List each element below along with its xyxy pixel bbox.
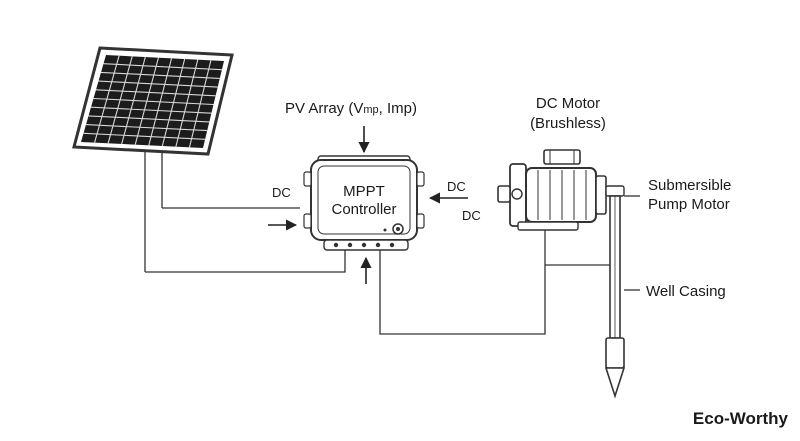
flow-arrows: [268, 126, 468, 284]
dc-motor-icon: [497, 149, 607, 231]
panel-grid-line: [93, 97, 214, 106]
panel-grid-line: [85, 124, 208, 132]
dc-label-right-bottom: DC: [462, 208, 481, 223]
panel-grid-line: [98, 80, 218, 88]
dc-motor-label-line1: DC Motor: [536, 95, 600, 112]
well-casing-label: Well Casing: [646, 283, 726, 300]
dc-label-left: DC: [272, 185, 291, 200]
panel-grid-line: [90, 106, 212, 114]
controller-label-line1: MPPT: [343, 183, 385, 200]
labels: PV Array (Vmp, Imp) DC Motor (Brushless)…: [272, 95, 789, 428]
dc-motor-label-line2: (Brushless): [530, 115, 606, 132]
well-casing-pipe: [604, 185, 640, 399]
pump-label-line2: Pump Motor: [648, 196, 730, 213]
solar-panel-icon: [72, 46, 234, 272]
dc-label-right-top: DC: [447, 179, 466, 194]
panel-grid-line: [88, 115, 210, 123]
panel-grid-line: [100, 71, 220, 79]
pv-array-label: PV Array (Vmp, Imp): [285, 100, 417, 117]
controller-label-line2: Controller: [331, 201, 396, 218]
panel-grid-line: [103, 63, 222, 71]
brand-logo-text: Eco-Worthy: [693, 409, 789, 428]
mppt-controller: MPPT Controller: [303, 155, 425, 251]
panel-grid-line: [83, 132, 206, 140]
wiring: [145, 189, 612, 335]
pump-label-line1: Submersible: [648, 177, 731, 194]
panel-grid-line: [95, 89, 216, 97]
